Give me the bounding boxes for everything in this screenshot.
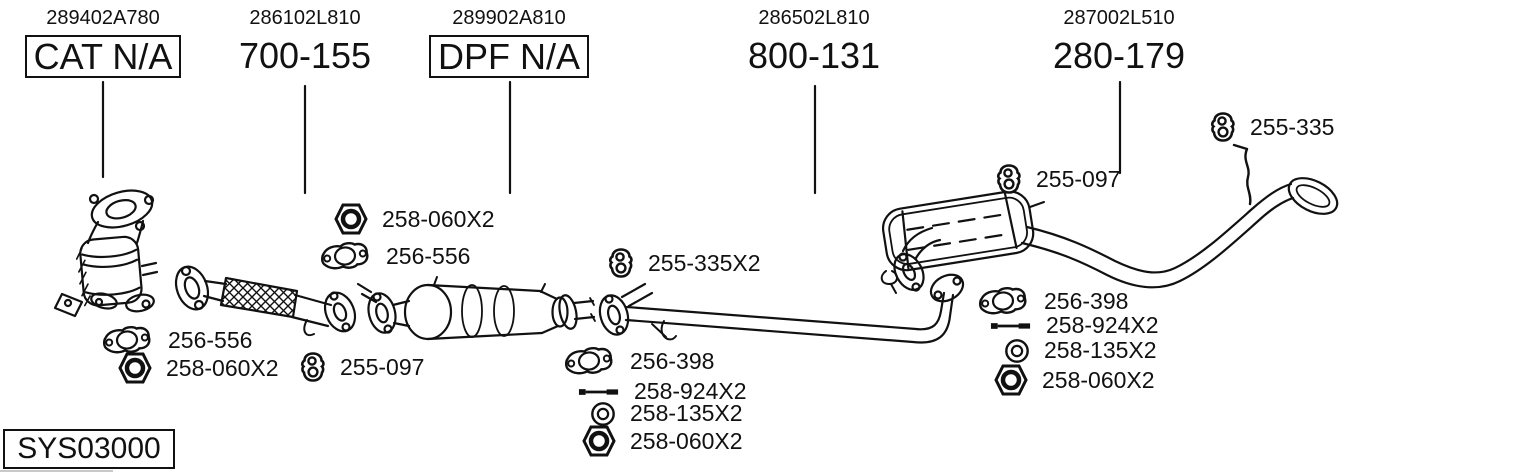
- gasket-icon: [100, 325, 154, 355]
- part-label-rear-muffler: 280-179: [1052, 35, 1186, 76]
- part-group-rear-muffler: 287002L510 280-179: [1009, 6, 1229, 77]
- callout-washer: 258-135X2: [1004, 337, 1157, 364]
- callout-gasket: 256-398: [976, 286, 1128, 316]
- callout-hanger: 255-097: [300, 352, 424, 382]
- callout-washer: 258-135X2: [590, 400, 743, 427]
- oem-number: 289402A780: [46, 7, 160, 29]
- callout-label: 258-924X2: [1046, 312, 1159, 338]
- callout-hanger: 255-335: [1210, 112, 1334, 142]
- callout-bolt: 258-924X2: [990, 312, 1159, 339]
- dpf-drawing: [356, 276, 596, 341]
- part-label-dpf: DPF N/A: [428, 35, 589, 78]
- bolt-icon: [990, 319, 1032, 333]
- part-label-middle-pipe: 800-131: [747, 35, 881, 76]
- flex-pipe-drawing: [174, 265, 357, 337]
- nut-icon: [118, 352, 152, 384]
- system-code-box: SYS03000: [3, 429, 175, 469]
- callout-label: 256-556: [386, 242, 471, 269]
- hanger-icon: [300, 352, 326, 382]
- nut-icon: [582, 425, 616, 457]
- callout-label: 255-335: [1250, 113, 1335, 140]
- callout-nut: 258-060X2: [582, 425, 743, 457]
- callout-bolt: 258-924X2: [578, 378, 747, 405]
- callout-gasket: 256-556: [100, 325, 252, 355]
- muffler-drawing: [881, 190, 1045, 292]
- bolt-icon: [578, 385, 620, 399]
- callout-label: 255-097: [1036, 165, 1121, 192]
- callout-label: 256-398: [630, 347, 715, 374]
- part-group-front-pipe: 286102L810 700-155: [195, 6, 415, 77]
- nut-icon: [994, 364, 1028, 396]
- gasket-icon: [562, 346, 616, 376]
- callout-nut: 258-060X2: [334, 203, 495, 235]
- hanger-icon: [1210, 112, 1236, 142]
- part-label-front-pipe: 700-155: [238, 35, 372, 76]
- oem-number: 287002L510: [1063, 7, 1175, 29]
- washer-icon: [590, 401, 616, 427]
- part-group-dpf: 289902A810 DPF N/A: [399, 6, 619, 78]
- callout-gasket: 256-556: [318, 241, 470, 271]
- part-group-middle-pipe: 286502L810 800-131: [704, 6, 924, 77]
- hanger-icon: [996, 164, 1022, 194]
- callout-gasket: 256-398: [562, 346, 714, 376]
- callout-hanger: 255-335X2: [608, 248, 761, 278]
- page-edge-line: [0, 470, 113, 472]
- callout-label: 258-135X2: [630, 400, 743, 426]
- callout-label: 258-060X2: [630, 427, 743, 454]
- oem-number: 286102L810: [249, 7, 361, 29]
- callout-label: 258-060X2: [166, 354, 279, 381]
- callout-hanger: 255-097: [996, 164, 1120, 194]
- hanger-icon: [608, 248, 634, 278]
- callout-label: 256-556: [168, 326, 253, 353]
- callout-label: 258-060X2: [1042, 366, 1155, 393]
- callout-label: 256-398: [1044, 287, 1129, 314]
- oem-number: 286502L810: [758, 7, 870, 29]
- callout-label: 255-097: [340, 353, 425, 380]
- nut-icon: [334, 203, 368, 235]
- callout-label: 258-060X2: [382, 205, 495, 232]
- oem-number: 289902A810: [452, 7, 566, 29]
- tail-pipe-drawing: [1020, 143, 1339, 289]
- part-group-catalytic-converter: 289402A780 CAT N/A: [0, 6, 213, 78]
- callout-nut: 258-060X2: [118, 352, 279, 384]
- callout-label: 258-135X2: [1044, 337, 1157, 363]
- leader-lines: [101, 80, 1122, 195]
- part-label-cat: CAT N/A: [24, 35, 182, 78]
- callout-label: 258-924X2: [634, 378, 747, 404]
- washer-icon: [1004, 338, 1030, 364]
- catalytic-converter-drawing: [53, 189, 159, 318]
- callout-label: 255-335X2: [648, 249, 761, 276]
- middle-pipe-drawing: [598, 270, 965, 344]
- gasket-icon: [318, 241, 372, 271]
- callout-nut: 258-060X2: [994, 364, 1155, 396]
